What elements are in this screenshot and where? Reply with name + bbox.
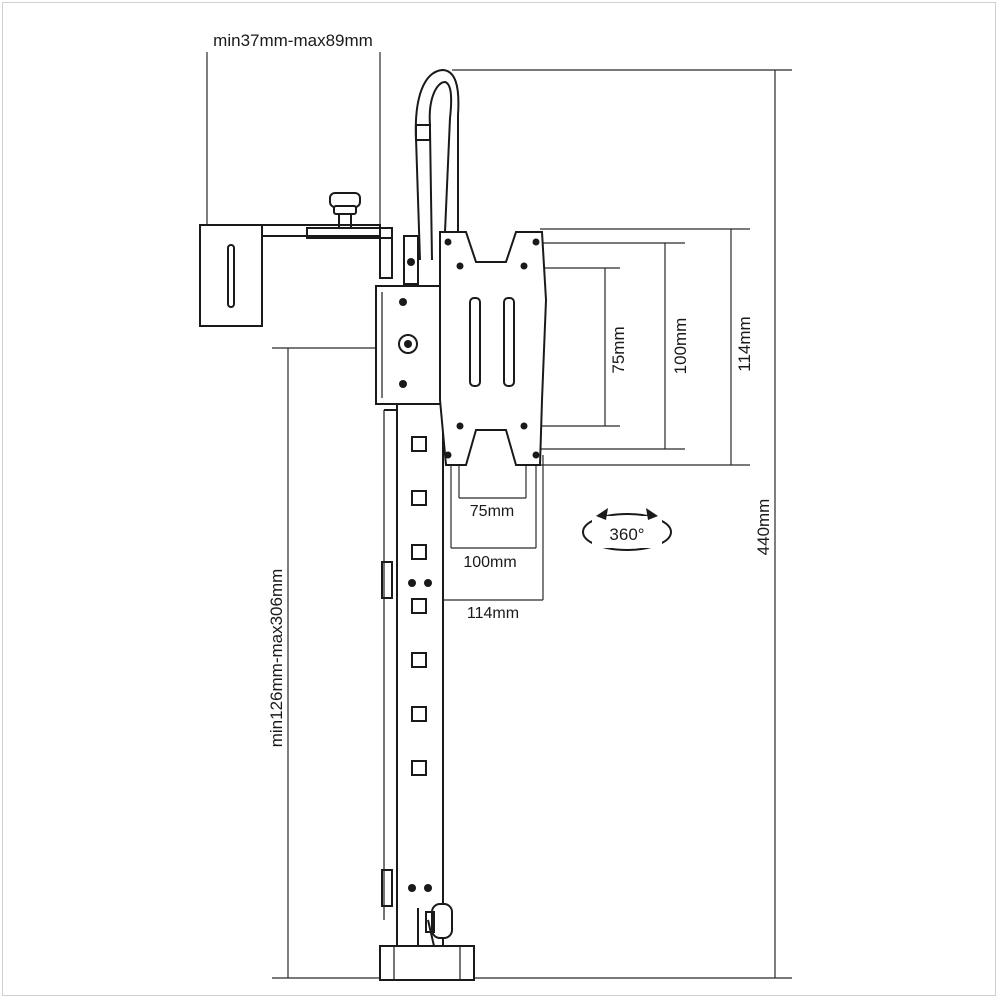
- total-height-dimension: [452, 69, 792, 979]
- rotation-label: 360°: [609, 525, 644, 544]
- vesa-vertical-114-label: 114mm: [735, 316, 754, 371]
- rotation-indicator: 360°: [582, 508, 672, 551]
- vesa-vertical-75-label: 75mm: [609, 326, 628, 373]
- top-clamp: [199, 192, 393, 327]
- clamp-knob: [329, 192, 361, 229]
- vesa-horizontal-114-label: 114mm: [467, 605, 519, 622]
- vesa-plate: [439, 231, 548, 466]
- vesa-holes: [444, 238, 540, 459]
- rotate-right-arrow-icon: [646, 508, 658, 520]
- height-range-label: min126mm-max306mm: [267, 569, 286, 748]
- bottom-clamp: [379, 903, 475, 981]
- clamp-range-label: min37mm-max89mm: [213, 31, 373, 50]
- vesa-horizontal-75-label: 75mm: [470, 503, 514, 520]
- vesa-vertical-100-label: 100mm: [671, 318, 690, 375]
- vesa-horizontal-100-label: 100mm: [463, 554, 516, 571]
- hook-arm: [403, 68, 460, 285]
- tilt-bracket: [375, 285, 467, 405]
- clamp-range-dimension: [206, 52, 381, 225]
- vesa-vertical-dimensions: [528, 228, 750, 466]
- total-height-label: 440mm: [754, 499, 773, 556]
- rotate-left-arrow-icon: [596, 508, 608, 520]
- pole-holes: [408, 436, 432, 892]
